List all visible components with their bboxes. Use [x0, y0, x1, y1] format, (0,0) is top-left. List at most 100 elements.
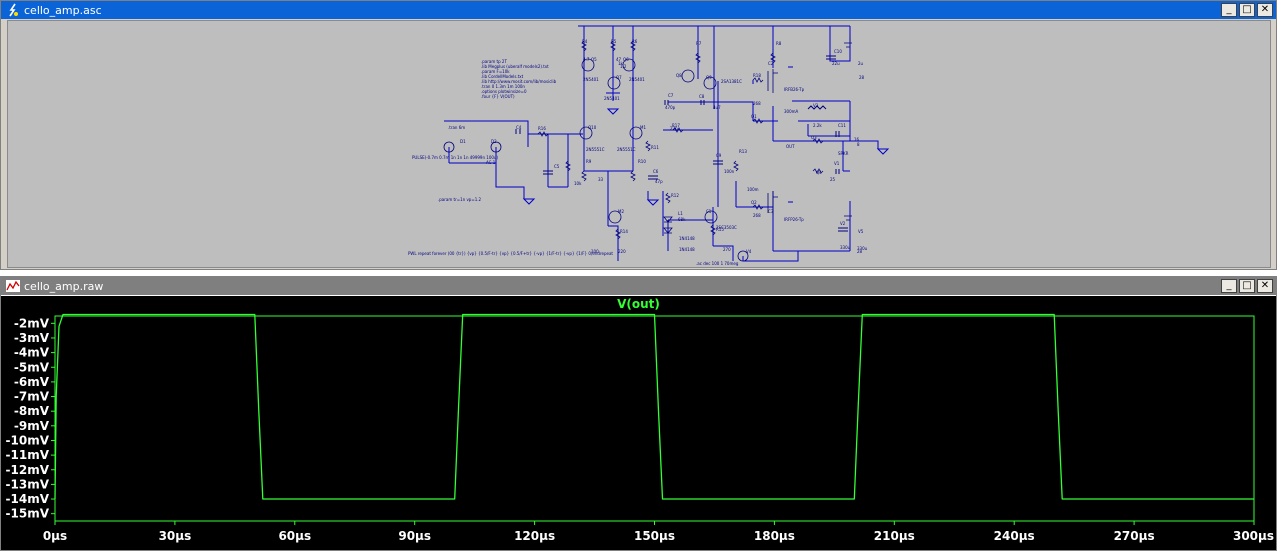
- y-tick-label: -6mV: [14, 375, 50, 389]
- component-ref[interactable]: R16: [538, 126, 546, 131]
- minimize-button[interactable]: _: [1221, 279, 1237, 293]
- component-ref[interactable]: R11: [651, 145, 659, 150]
- x-tick-label: 300µs: [1233, 529, 1274, 543]
- spice-directive[interactable]: PULSE(-0.7m 0.7m 1n 1n 1n 49999n 100u): [412, 155, 498, 160]
- part-label: 8: [857, 142, 860, 147]
- component-ref[interactable]: V5: [858, 229, 864, 234]
- minimize-icon: _: [1226, 4, 1232, 15]
- part-label: 268: [753, 101, 761, 106]
- schematic-canvas[interactable]: .param tp 2T.lib Megplus (uberalf models…: [7, 20, 1271, 268]
- spice-directive[interactable]: .lib http://www.mosit.com/lib/mosiclib: [481, 79, 557, 84]
- x-tick-label: 120µs: [514, 529, 555, 543]
- component-ref[interactable]: C4: [516, 125, 522, 130]
- spice-directive[interactable]: .tran 6m: [448, 125, 465, 130]
- plot-pane[interactable]: V(out) -2mV-3mV-4mV-5mV-6mV-7mV-8mV-9mV-…: [1, 296, 1276, 550]
- component-ref[interactable]: Q5: [591, 57, 597, 62]
- spice-directive[interactable]: .four {F} V(OUT): [481, 94, 515, 99]
- close-button[interactable]: ✕: [1257, 3, 1273, 17]
- part-label: 1N4148: [679, 247, 695, 252]
- component-ref[interactable]: C3: [768, 209, 774, 214]
- component-ref[interactable]: Q9: [706, 75, 712, 80]
- component-ref[interactable]: C5: [554, 164, 560, 169]
- schematic-titlebar[interactable]: cello_amp.asc _ □ ✕: [1, 1, 1276, 19]
- component-ref[interactable]: R6: [632, 39, 638, 44]
- plot-trace-title[interactable]: V(out): [617, 297, 660, 311]
- part-label: 47p: [655, 179, 663, 184]
- component-ref[interactable]: C9: [716, 153, 722, 158]
- component-ref[interactable]: R5: [611, 39, 617, 44]
- part-label: 2SC3503C: [716, 225, 737, 230]
- spice-directive[interactable]: .ac dec 100 1 70meg: [696, 261, 739, 266]
- x-tick-label: 270µs: [1114, 529, 1155, 543]
- maximize-button[interactable]: □: [1239, 279, 1255, 293]
- component-ref[interactable]: Q10: [588, 125, 597, 130]
- spice-directive[interactable]: .param tr=1n vp=1.2: [438, 197, 482, 202]
- component-ref[interactable]: Q6: [623, 57, 629, 62]
- spice-directive[interactable]: AC 1: [486, 160, 496, 165]
- component-ref[interactable]: R9: [586, 159, 592, 164]
- x-tick-label: 60µs: [278, 529, 311, 543]
- component-ref[interactable]: R14: [620, 229, 628, 234]
- spice-directive[interactable]: .param tp 2T: [481, 59, 507, 64]
- component-ref[interactable]: C8: [699, 94, 705, 99]
- y-tick-label: -11mV: [6, 448, 50, 462]
- component-ref[interactable]: C1: [706, 209, 712, 214]
- trace-v-out[interactable]: [54, 313, 1254, 500]
- component-ref[interactable]: Q1: [751, 114, 757, 119]
- part-label: 2u: [858, 61, 864, 66]
- component-ref[interactable]: R10: [638, 159, 646, 164]
- y-tick-label: -3mV: [14, 331, 50, 345]
- spice-directive[interactable]: .lib CordellModels.txt: [481, 74, 524, 79]
- component-ref[interactable]: C10: [834, 49, 842, 54]
- waveform-window[interactable]: cello_amp.raw _ □ ✕ V(out) -2mV-3mV-4mV-…: [0, 276, 1277, 551]
- component-ref[interactable]: V2: [840, 221, 846, 226]
- spice-directive[interactable]: .lib Megplus (uberalf models2).txt: [481, 64, 549, 69]
- part-label: 4u7: [713, 105, 721, 110]
- part-label: 2N5401: [583, 77, 599, 82]
- ltspice-schematic-icon: [6, 3, 20, 17]
- component-ref[interactable]: C11: [838, 123, 846, 128]
- component-ref[interactable]: R15: [716, 227, 724, 232]
- component-ref[interactable]: C2: [768, 61, 774, 66]
- component-ref[interactable]: D1: [460, 139, 466, 144]
- component-ref[interactable]: R8: [776, 41, 782, 46]
- component-ref[interactable]: D2: [491, 139, 497, 144]
- component-ref[interactable]: Q8: [676, 73, 682, 78]
- maximize-button[interactable]: □: [1239, 3, 1255, 17]
- component-ref[interactable]: C7: [668, 93, 674, 98]
- component-ref[interactable]: V4: [746, 249, 752, 254]
- component-ref[interactable]: Q2: [751, 200, 757, 205]
- component-ref[interactable]: Q4: [816, 170, 822, 175]
- part-label: 2N5551C: [586, 147, 605, 152]
- component-ref[interactable]: R12: [671, 193, 679, 198]
- waveform-plot[interactable]: -2mV-3mV-4mV-5mV-6mV-7mV-8mV-9mV-10mV-11…: [1, 296, 1276, 550]
- component-ref[interactable]: R4: [582, 39, 588, 44]
- component-ref[interactable]: Q3: [811, 135, 817, 140]
- component-ref[interactable]: R17: [672, 123, 680, 128]
- spice-directive[interactable]: .tran 0 1.3m 1m 100n: [481, 84, 525, 89]
- part-label: 330u: [857, 246, 868, 251]
- component-ref[interactable]: C6: [653, 169, 659, 174]
- schematic-window[interactable]: cello_amp.asc _ □ ✕: [0, 0, 1277, 270]
- waveform-titlebar[interactable]: cello_amp.raw _ □ ✕: [1, 277, 1276, 295]
- component-ref[interactable]: Q7: [616, 75, 622, 80]
- close-button[interactable]: ✕: [1257, 279, 1273, 293]
- x-tick-label: 240µs: [994, 529, 1035, 543]
- minimize-icon: _: [1226, 280, 1232, 291]
- spice-directive[interactable]: .param F=10k: [481, 69, 510, 74]
- component-ref[interactable]: V1: [834, 161, 840, 166]
- component-ref[interactable]: M2: [618, 209, 624, 214]
- component-ref[interactable]: R7: [696, 41, 702, 46]
- component-ref[interactable]: L1: [678, 211, 683, 216]
- part-label: 28: [859, 75, 865, 80]
- spice-directive[interactable]: PWL repeat forever (00 {tr}) {vp} {0.5/F…: [408, 251, 613, 256]
- minimize-button[interactable]: _: [1221, 3, 1237, 17]
- x-tick-label: 150µs: [634, 529, 675, 543]
- component-ref[interactable]: V3: [813, 103, 819, 108]
- component-ref[interactable]: R13: [739, 149, 747, 154]
- spice-directive[interactable]: .options plotwinsize=0: [481, 89, 527, 94]
- component-ref[interactable]: R18: [753, 73, 761, 78]
- component-ref[interactable]: M1: [640, 125, 646, 130]
- part-label: 330u: [840, 245, 851, 250]
- x-tick-label: 30µs: [159, 529, 192, 543]
